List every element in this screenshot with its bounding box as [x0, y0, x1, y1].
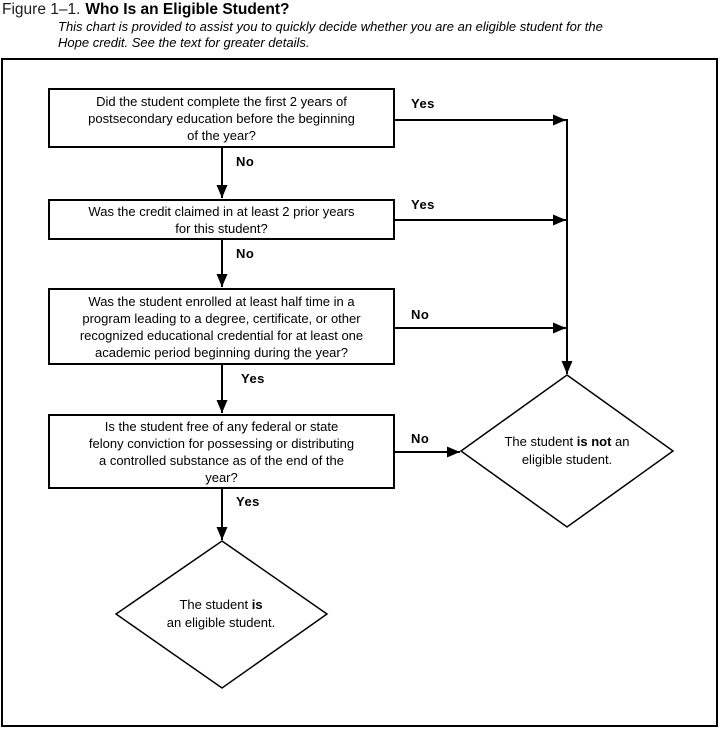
figure-subtitle: This chart is provided to assist you to … [58, 19, 603, 50]
question-text-3: Was the student enrolled at least half t… [79, 293, 364, 360]
figure-number: Figure 1–1. [2, 1, 81, 18]
question-box-1: Did the student complete the first 2 yea… [48, 88, 395, 148]
question-text-2: Was the credit claimed in at least 2 pri… [88, 203, 355, 236]
result-not-eligible: The student is not an eligible student. [467, 433, 667, 469]
edge-label-q3-yes: Yes [241, 371, 265, 386]
edge-label-q1-yes: Yes [411, 96, 435, 111]
result-eligible: The student is an eligible student. [121, 596, 321, 632]
edge-label-q2-yes: Yes [411, 197, 435, 212]
edge-label-q4-yes: Yes [236, 494, 260, 509]
question-text-1: Did the student complete the first 2 yea… [88, 93, 355, 143]
result-not-eligible-line1: The student is not an [504, 434, 630, 449]
question-box-4: Is the student free of any federal or st… [48, 414, 395, 489]
edge-label-q2-no: No [236, 246, 255, 261]
edge-label-q1-no: No [236, 154, 255, 169]
question-box-2: Was the credit claimed in at least 2 pri… [48, 199, 395, 240]
figure-title: Who Is an Eligible Student? [85, 1, 290, 18]
edge-label-q4-no: No [411, 431, 430, 446]
flowchart-frame [1, 58, 718, 727]
result-eligible-line1: The student is [179, 597, 263, 612]
question-text-4: Is the student free of any federal or st… [88, 418, 355, 485]
figure-heading: Figure 1–1.Who Is an Eligible Student? [2, 1, 290, 19]
question-box-3: Was the student enrolled at least half t… [48, 288, 395, 365]
result-not-eligible-line2: eligible student. [521, 452, 613, 467]
edge-label-q3-no: No [411, 307, 430, 322]
result-eligible-line2: an eligible student. [166, 615, 276, 630]
